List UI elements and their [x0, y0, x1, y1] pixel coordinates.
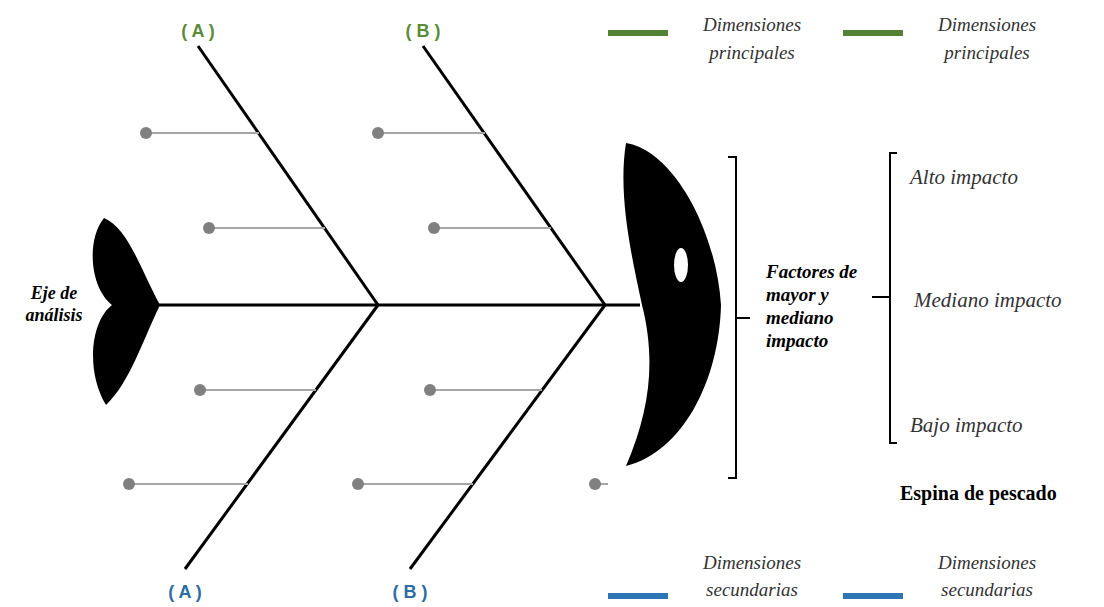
main-bone: [185, 305, 378, 569]
bracket: [728, 157, 750, 478]
main-bone: [423, 46, 605, 305]
legend-swatch: [843, 30, 903, 36]
branch-letter-holder: ( B ): [393, 582, 428, 603]
bone-dots: [123, 127, 601, 490]
impact-level: Mediano impacto: [914, 288, 1062, 313]
legend-text: Dimensiones principales: [925, 11, 1049, 66]
bone-dot: [589, 478, 601, 490]
fish-head: [623, 143, 721, 466]
fish-tail: [93, 218, 160, 405]
branch-letter-holder: ( B ): [406, 21, 441, 42]
legend-text: Dimensiones principales: [690, 11, 814, 66]
minor-bone: [146, 132, 259, 134]
minor-bone: [378, 132, 485, 134]
branch-letter: ( A ): [168, 582, 202, 603]
diagram-caption: Espina de pescado: [900, 482, 1057, 505]
minor-bone: [430, 389, 542, 391]
fish-eye: [674, 248, 688, 282]
minor-bone: [434, 227, 551, 229]
spine-line: [150, 304, 640, 307]
branch-letter-holder: ( A ): [168, 582, 202, 603]
branch-letter: ( A ): [181, 21, 215, 42]
minor-bones: [129, 133, 608, 484]
legend-swatch: [843, 593, 903, 599]
bone-dot: [424, 384, 436, 396]
minor-bone: [200, 389, 316, 391]
diagram-caption-holder: Espina de pescado: [900, 482, 1057, 505]
bracket: [872, 153, 897, 443]
factors-label: Factores de mayor y mediano impacto: [766, 261, 878, 352]
main-bone: [410, 305, 605, 569]
bone-dot: [194, 384, 206, 396]
axis-label-holder: Eje de análisis: [16, 283, 92, 326]
bone-dot: [372, 127, 384, 139]
impact-level-holder: Bajo impacto: [910, 413, 1023, 438]
legend-entry: Dimensiones secundarias: [690, 549, 814, 604]
bone-dot: [352, 478, 364, 490]
branch-letter: ( B ): [406, 21, 441, 42]
legend-text: Dimensiones secundarias: [690, 549, 814, 604]
impact-level-holder: Alto impacto: [910, 165, 1018, 190]
branch-letter: ( B ): [393, 582, 428, 603]
minor-bone: [129, 483, 248, 485]
impact-level: Alto impacto: [910, 165, 1018, 190]
impact-level-holder: Mediano impacto: [914, 288, 1062, 313]
bone-dot: [123, 478, 135, 490]
branch-letter-holder: ( A ): [181, 21, 215, 42]
main-bone: [198, 46, 378, 305]
legend-entry: Dimensiones principales: [690, 11, 814, 66]
legend-entry: Dimensiones secundarias: [925, 549, 1049, 604]
legend-text: Dimensiones secundarias: [925, 549, 1049, 604]
main-bones: [185, 46, 605, 569]
minor-bone: [209, 227, 325, 229]
factors-label-holder: Factores de mayor y mediano impacto: [766, 261, 878, 352]
legend-swatch: [608, 593, 668, 599]
bone-dot: [140, 127, 152, 139]
impact-level: Bajo impacto: [910, 413, 1023, 438]
legend-entry: Dimensiones principales: [925, 11, 1049, 66]
bone-dot: [203, 222, 215, 234]
legend-swatch: [608, 30, 668, 36]
minor-bone: [358, 483, 473, 485]
axis-label: Eje de análisis: [16, 283, 92, 326]
bone-dot: [428, 222, 440, 234]
